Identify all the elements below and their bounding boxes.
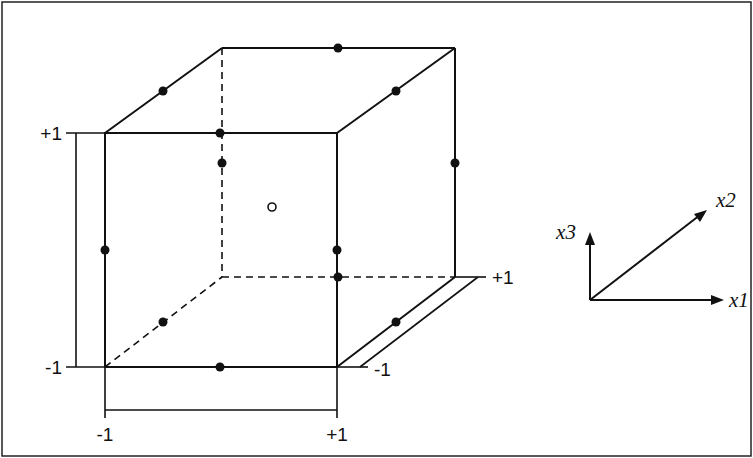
design-points <box>101 44 460 372</box>
dimension-label: -1 <box>374 360 391 379</box>
front-face <box>105 133 337 367</box>
center-point <box>268 203 276 211</box>
dimension-label: -1 <box>97 425 114 444</box>
hidden-edges <box>105 48 455 367</box>
dimension-label: +1 <box>40 124 62 143</box>
axes <box>590 215 715 300</box>
axis-label: x2 <box>716 190 736 211</box>
axis-arrowheads <box>585 210 724 305</box>
dimension-lines <box>66 133 486 418</box>
axis-label: x1 <box>729 290 749 311</box>
dimension-label: +1 <box>326 425 348 444</box>
dimension-label: -1 <box>45 358 62 377</box>
axis-label: x3 <box>556 222 576 243</box>
dimension-label: +1 <box>492 268 514 287</box>
cube-edges <box>105 48 455 367</box>
